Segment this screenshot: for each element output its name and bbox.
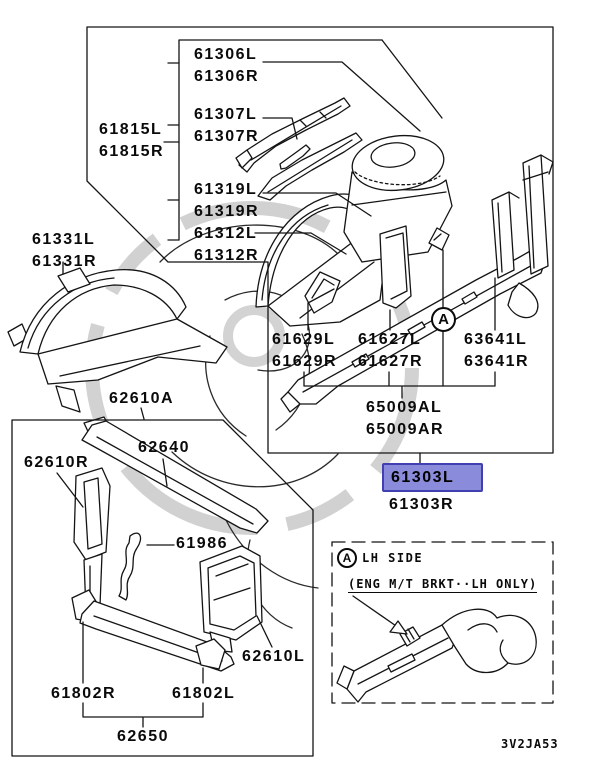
part-label-61629R: 61629R [272,353,338,370]
part-drawing-lh-side-member [336,608,537,703]
part-label-61307R: 61307R [194,128,260,145]
part-drawing-bracket-61627 [379,225,412,309]
detail-marker-a-circle: A [337,548,357,568]
part-drawing-strut-tower [343,134,453,263]
part-label-61312L: 61312L [194,225,258,242]
part-drawing-apron-rails-61306-61307 [235,97,363,201]
part-label-65009AL: 65009AL [366,399,443,416]
part-drawing-stays-63641 [491,154,554,279]
radiator-box-outline [11,419,314,757]
part-label-61303L-highlighted[interactable]: 61303L [382,463,483,492]
part-label-62610A: 62610A [109,390,175,407]
marker-a-circle: A [431,307,456,332]
part-label-61627L: 61627L [358,331,422,348]
part-label-61802L: 61802L [172,685,236,702]
part-label-61815L: 61815L [99,121,163,138]
part-label-61629L: 61629L [272,331,336,348]
part-label-62610L: 62610L [242,648,306,665]
part-label-61307L: 61307L [194,106,258,123]
part-label-65009AR: 65009AR [366,421,445,438]
part-label-62650: 62650 [117,728,169,745]
main-box-outline [86,26,554,454]
part-label-61815R: 61815R [99,143,165,160]
detail-arrow [352,595,408,635]
part-drawing-bracket-61629 [304,271,341,314]
part-label-61306R: 61306R [194,68,260,85]
detail-title: LH SIDE [362,551,424,565]
part-label-61627R: 61627R [358,353,424,370]
callout-lines-radiator [56,407,273,728]
part-label-63641R: 63641R [464,353,530,370]
part-label-61331R: 61331R [32,253,98,270]
diagram-code: 3V2JA53 [501,737,559,751]
part-label-61331L: 61331L [32,231,96,248]
part-label-61802R: 61802R [51,685,117,702]
part-label-61319R: 61319R [194,203,260,220]
part-drawing-62640-crossbar [81,416,269,534]
part-drawing-62610L-panel [199,545,263,653]
part-label-61312R: 61312R [194,247,260,264]
part-drawing-bracket-a [428,227,450,251]
part-drawing-61331 [7,267,228,413]
part-drawing-62650-crossbar [71,589,235,672]
part-label-61303R: 61303R [389,496,455,513]
callout-lines-main [62,39,496,464]
detail-note: (ENG M/T BRKT··LH ONLY) [348,577,538,593]
part-drawing-62610R-panel [73,467,111,613]
part-label-61319L: 61319L [194,181,258,198]
part-label-62610R: 62610R [24,454,90,471]
part-label-62640: 62640 [138,439,190,456]
detail-box-outline [331,541,554,704]
part-label-63641L: 63641L [464,331,528,348]
part-drawing-61986-clip [118,532,142,601]
part-label-61986: 61986 [176,535,228,552]
part-label-61306L: 61306L [194,46,258,63]
